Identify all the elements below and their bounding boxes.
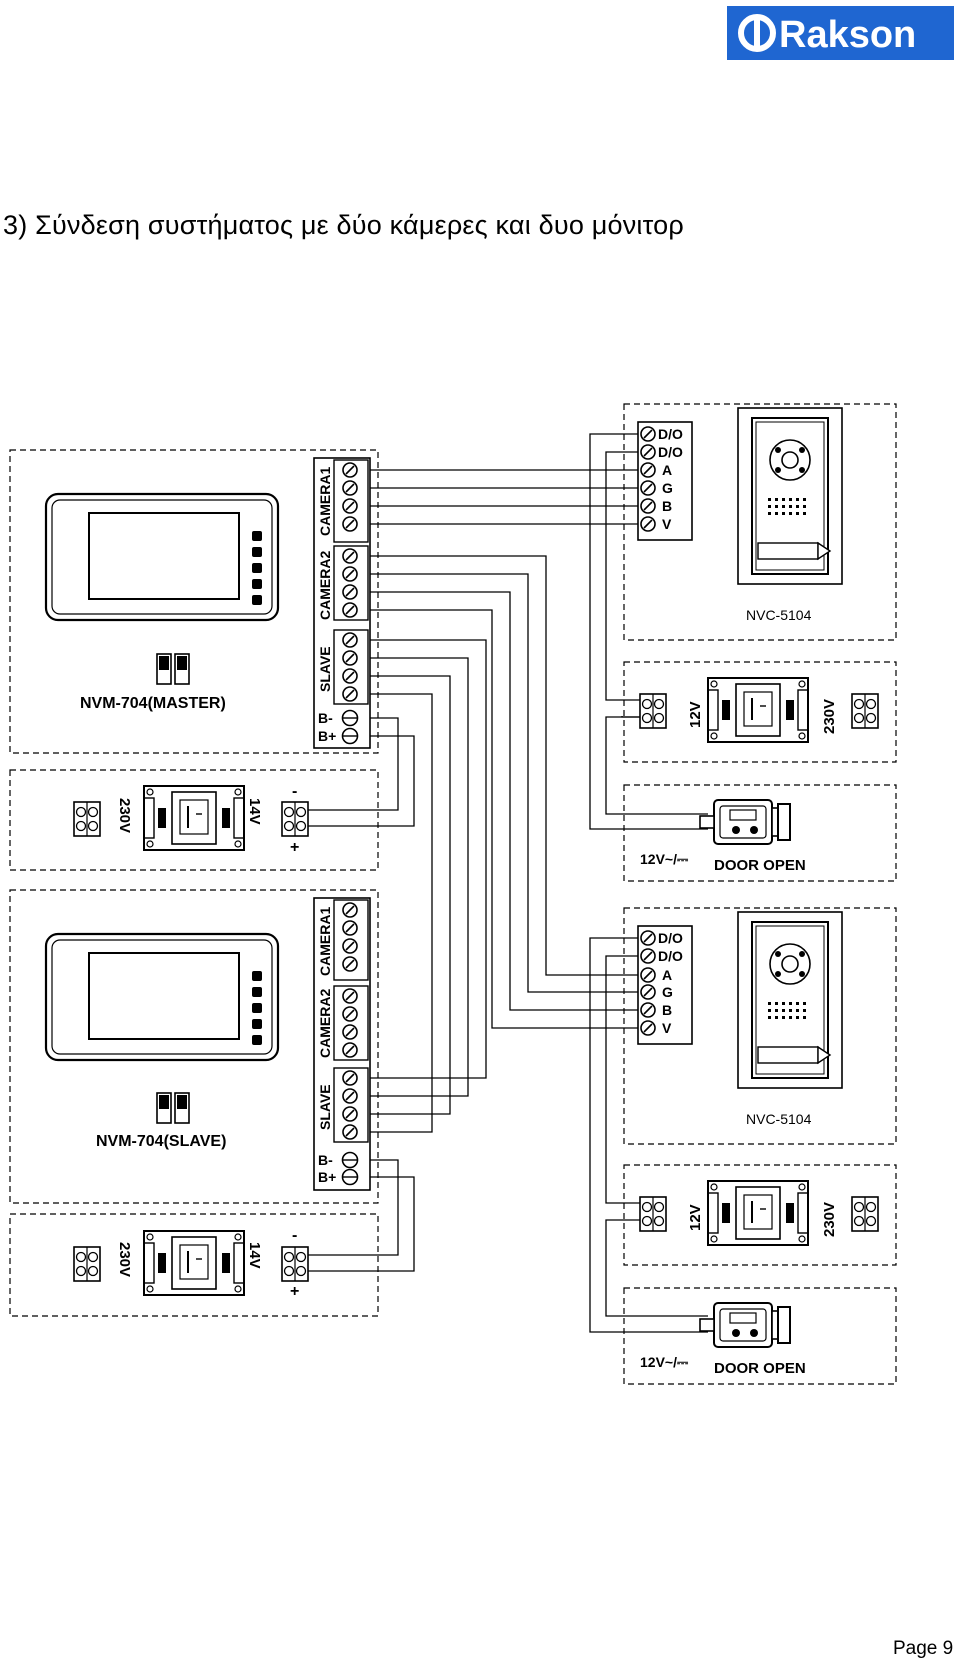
camera2-psu: 12V 230V	[639, 1180, 879, 1246]
camera-2: D/O D/O A G B V NVC-5104	[637, 911, 843, 1127]
door-lock-1: 12V~/⎓ DOOR OPEN	[640, 799, 806, 874]
master-psu-minus: -	[292, 783, 297, 800]
slave-psu-frame	[9, 1213, 379, 1317]
lock1-frame	[623, 784, 897, 882]
camera1-psu-12v: 12V	[687, 701, 704, 728]
camera2-psu-12v: 12V	[687, 1204, 704, 1231]
master-psu: 230V 14V - +	[73, 783, 309, 856]
slave-monitor: NVM-704(SLAVE) CAMERA1 CAMERA2 SLAVE B- …	[44, 897, 371, 1191]
door-lock-2: 12V~/⎓ DOOR OPEN	[640, 1302, 806, 1377]
camera2-model-label: NVC-5104	[746, 1111, 812, 1127]
camera2-term-do2: D/O	[658, 948, 683, 964]
lock2-voltage: 12V~/⎓	[640, 1354, 689, 1370]
camera1-term-do2: D/O	[658, 444, 683, 460]
master-psu-230v: 230V	[116, 798, 133, 833]
master-psu-frame	[9, 769, 379, 871]
camera2-psu-frame	[623, 1164, 897, 1266]
slave-psu-minus: -	[292, 1227, 297, 1244]
master-camera1-label: CAMERA1	[317, 467, 333, 536]
camera1-model-label: NVC-5104	[746, 607, 812, 623]
master-bplus-label: B+	[318, 728, 336, 744]
camera2-psu-230v: 230V	[821, 1202, 838, 1237]
slave-bplus-label: B+	[318, 1169, 336, 1185]
lock1-label: DOOR OPEN	[714, 857, 806, 874]
slave-camera2-label: CAMERA2	[317, 989, 333, 1058]
camera1-term-b: B	[662, 498, 672, 514]
slave-psu-230v: 230V	[116, 1242, 133, 1277]
slave-monitor-frame	[9, 889, 379, 1204]
master-model-label: NVM-704(MASTER)	[80, 695, 226, 712]
svg-text:Rakson: Rakson	[779, 14, 916, 56]
master-psu-14v: 14V	[246, 798, 263, 825]
camera-1: D/O D/O A G B V NVC-5104	[637, 407, 843, 623]
camera1-psu-frame	[623, 661, 897, 763]
camera1-term-do1: D/O	[658, 426, 683, 442]
camera2-term-g: G	[662, 984, 673, 1000]
camera1-term-a: A	[662, 462, 672, 478]
master-slave-label: SLAVE	[317, 646, 333, 692]
master-psu-plus: +	[290, 839, 299, 856]
master-camera2-label: CAMERA2	[317, 551, 333, 620]
wiring	[306, 433, 708, 1333]
master-monitor-frame	[9, 449, 379, 754]
camera2-term-do1: D/O	[658, 930, 683, 946]
camera2-term-b: B	[662, 1002, 672, 1018]
lock1-voltage: 12V~/⎓	[640, 851, 689, 867]
master-bminus-label: B-	[318, 710, 333, 726]
slave-psu-plus: +	[290, 1283, 299, 1300]
slave-camera1-label: CAMERA1	[317, 907, 333, 976]
master-monitor: NVM-704(MASTER) CAMERA1 CAMERA2 SLAVE B-…	[44, 457, 371, 749]
page-heading: 3) Σύνδεση συστήματος με δύο κάμερες και…	[3, 210, 684, 240]
camera1-term-g: G	[662, 480, 673, 496]
camera2-term-v: V	[662, 1020, 672, 1036]
slave-model-label: NVM-704(SLAVE)	[96, 1133, 226, 1150]
camera1-term-v: V	[662, 516, 672, 532]
camera1-frame	[623, 403, 897, 641]
slave-psu: 230V 14V - +	[73, 1227, 309, 1300]
camera2-frame	[623, 907, 897, 1145]
slave-bminus-label: B-	[318, 1152, 333, 1168]
slave-slave-label: SLAVE	[317, 1084, 333, 1130]
page-number: Page 9	[893, 1638, 954, 1659]
dashed-frames	[9, 403, 897, 1385]
camera2-term-a: A	[662, 967, 672, 983]
slave-psu-14v: 14V	[246, 1242, 263, 1269]
camera1-psu: 12V 230V	[639, 677, 879, 743]
lock2-frame	[623, 1287, 897, 1385]
lock2-label: DOOR OPEN	[714, 1360, 806, 1377]
camera1-psu-230v: 230V	[821, 699, 838, 734]
rakson-logo: Rakson	[727, 6, 954, 60]
